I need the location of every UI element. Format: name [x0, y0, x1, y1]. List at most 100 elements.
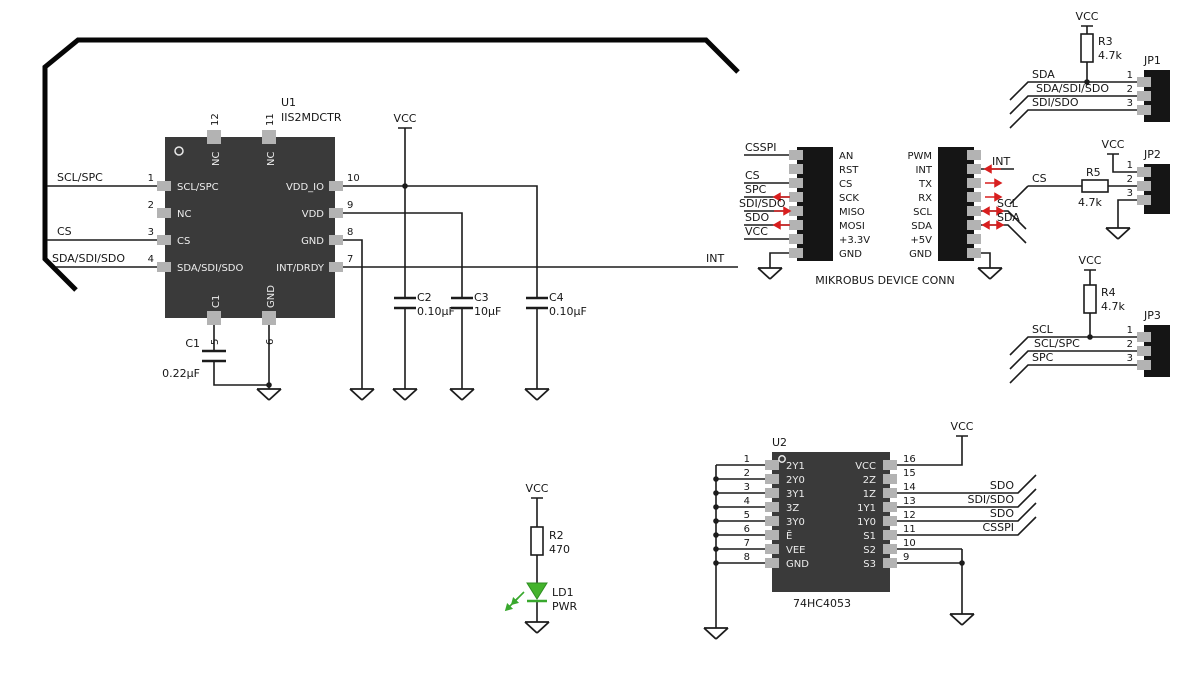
net-label: SDA [997, 211, 1020, 224]
mikrobus-pin-name: RX [918, 193, 932, 204]
u1-pin-name: INT/DRDY [276, 263, 325, 274]
u2-pin-name: 1Y0 [857, 517, 876, 528]
u1-pin-number: 5 [210, 339, 221, 345]
jp1-refdes: JP1 [1143, 54, 1161, 67]
u2-pin-name: 3Z [786, 503, 799, 514]
junction-dot [1087, 334, 1093, 340]
u1-pin-name: NC [211, 152, 222, 166]
net-label: CS [1032, 172, 1047, 185]
mikrobus-pin-name: RST [839, 165, 859, 176]
u1-right-nets [343, 185, 738, 389]
mikrobus-pin-name: AN [839, 151, 853, 162]
net-label: INT [992, 155, 1010, 168]
u2-pin-name: GND [786, 559, 809, 570]
u1-pin-name: GND [301, 236, 324, 247]
u1-left-nets [47, 185, 157, 268]
u1-pin1-indicator [174, 146, 184, 156]
ground-symbol [1105, 227, 1131, 240]
direction-arrow-right [985, 192, 1003, 202]
u2-pin1-indicator [778, 455, 786, 463]
ground-symbol [256, 388, 282, 401]
mikrobus-pin-name: SCK [839, 193, 859, 204]
mikrobus-pin-name: TX [918, 179, 932, 190]
u1-pin-number: 9 [347, 200, 353, 211]
u2-pin-name: 2Y0 [786, 475, 805, 486]
r2-refdes: R2 [549, 529, 564, 542]
jp3-pin-number: 3 [1127, 353, 1133, 364]
c1-value: 0.22µF [162, 367, 200, 380]
u2-pin-name: S3 [863, 559, 876, 570]
mikrobus-pin-name: MISO [839, 207, 865, 218]
u1-pin-number: 4 [148, 254, 154, 265]
r4-value: 4.7k [1101, 300, 1125, 313]
u2-pin-number: 3 [744, 482, 750, 493]
c2-refdes: C2 [417, 291, 432, 304]
net-label: SPC [745, 183, 767, 196]
u2-pin-name: 3Y0 [786, 517, 805, 528]
led-function-label: PWR [552, 600, 578, 613]
u1-pin-name: GND [266, 285, 277, 308]
u2-pin-number: 16 [903, 454, 916, 465]
net-label: SPC [1032, 351, 1054, 364]
u2-pin-name: Ē [786, 529, 792, 542]
jp2-section: VCC JP2 R5 4.7k CS 1 2 3 [1009, 138, 1170, 240]
r2-resistor [530, 526, 544, 556]
vcc-label: VCC [1079, 254, 1102, 267]
mikrobus-pin-name: PWM [907, 151, 932, 162]
net-label: SDA/SDI/SDO [1036, 82, 1109, 95]
u2-ic-body [772, 452, 890, 592]
u1-pin-number: 12 [210, 113, 221, 126]
ground-symbol [949, 613, 975, 626]
net-label: CSSPI [745, 141, 777, 154]
junction-dot [713, 490, 719, 496]
led-triangle [526, 582, 548, 600]
mikrobus-left-nets [744, 154, 789, 268]
r4-refdes: R4 [1101, 286, 1116, 299]
net-label: SDO [990, 479, 1014, 492]
jp3-refdes: JP3 [1143, 309, 1161, 322]
u2-pin-number: 15 [903, 468, 916, 479]
net-label: SDO [745, 211, 769, 224]
power-led-section: VCC R2 470 LD1 PWR [504, 482, 578, 634]
u1-sensor-section: VCC SCL/SPC CS SDA/SDI/SDO INT U1 IIS2MD… [47, 96, 738, 401]
r5-resistor [1081, 179, 1109, 193]
net-label-scl-spc: SCL/SPC [57, 171, 103, 184]
junction-dot [1084, 79, 1090, 85]
ground-symbol [524, 388, 550, 401]
net-label: CS [745, 169, 760, 182]
mikrobus-pin-name: +5V [910, 235, 932, 246]
junction-dot [713, 532, 719, 538]
mikrobus-pin-name: CS [839, 179, 852, 190]
junction-dot [266, 382, 272, 388]
ground-symbol [977, 267, 1003, 280]
junction-dot [402, 183, 408, 189]
jp1-nets [1009, 81, 1137, 129]
mikrobus-pin-name: SCL [913, 207, 932, 218]
jp2-nets [1009, 153, 1137, 228]
direction-arrow-left [772, 220, 790, 230]
u1-pin-number: 10 [347, 173, 360, 184]
mikrobus-left-header-pads [789, 150, 803, 258]
u2-pin-number: 10 [903, 538, 916, 549]
net-label: SDI/SDO [1032, 96, 1079, 109]
u2-pin-number: 2 [744, 468, 750, 479]
r5-value: 4.7k [1078, 196, 1102, 209]
net-label: VCC [745, 225, 768, 238]
ground-symbol [757, 267, 783, 280]
mikrobus-pin-name: GND [839, 249, 862, 260]
u1-pin-name: NC [266, 152, 277, 166]
c3-refdes: C3 [474, 291, 489, 304]
u1-pin-number: 6 [265, 339, 276, 345]
jp2-pads [1137, 167, 1151, 205]
u2-pin-number: 8 [744, 552, 750, 563]
u2-pin-number: 4 [744, 496, 750, 507]
c3-value: 10µF [474, 305, 501, 318]
vcc-feed-net [398, 127, 412, 298]
net-label: SDI/SDO [739, 197, 786, 210]
jp2-pin-number: 3 [1127, 188, 1133, 199]
vcc-label: VCC [394, 112, 417, 125]
u2-pin-number: 13 [903, 496, 916, 507]
u2-right-nets [897, 435, 1037, 614]
